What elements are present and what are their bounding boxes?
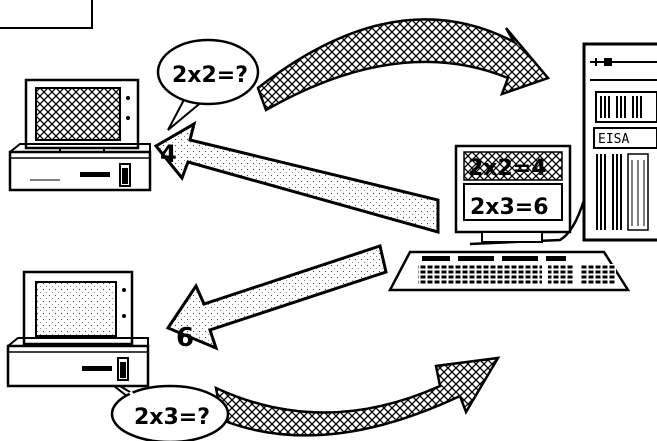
answer-to-client-a: 4 <box>160 140 177 168</box>
bubble-client-a <box>156 38 260 131</box>
server-tower-icon <box>582 42 657 242</box>
request-arrow-bottom <box>214 356 501 437</box>
response-arrow-a <box>153 120 440 234</box>
client-computer-b-icon <box>6 270 150 388</box>
answer-to-client-b: 6 <box>176 323 194 353</box>
request-arrow-top <box>256 18 551 112</box>
keyboard-cable <box>469 199 586 246</box>
response-arrow-b <box>165 244 388 351</box>
frame-corner <box>0 0 93 29</box>
server-monitor-icon <box>454 144 572 243</box>
keyboard-icon <box>387 250 631 292</box>
server-badge: EISA <box>598 132 629 147</box>
server-screen-line-1: 2x2=4 <box>468 156 547 181</box>
client-a-query: 2x2=? <box>172 63 248 88</box>
server-screen-line-2: 2x3=6 <box>470 195 549 220</box>
client-b-query: 2x3=? <box>134 405 210 430</box>
client-computer-a-icon <box>8 78 152 192</box>
